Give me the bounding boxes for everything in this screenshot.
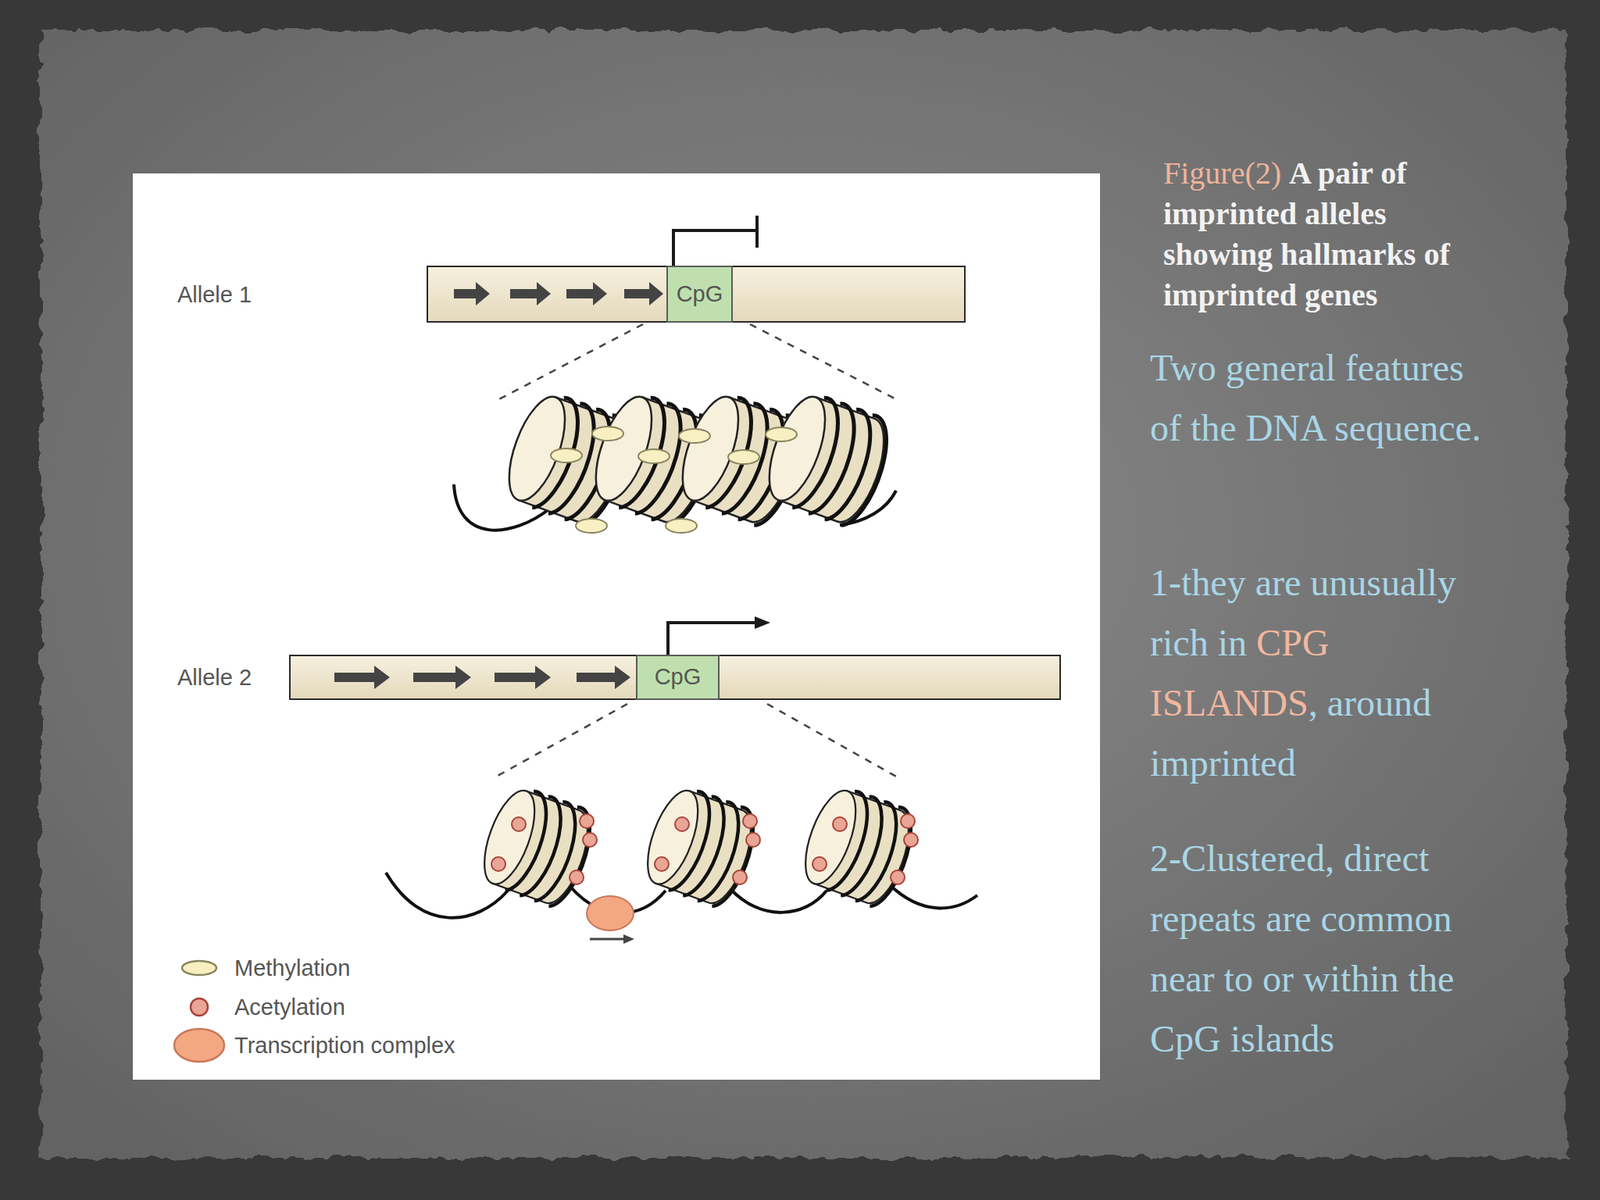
- acetylation-mark: [742, 814, 758, 829]
- repeat-arrow: [334, 665, 390, 690]
- methylation-marks: [550, 426, 797, 533]
- legend-swatch-box: [164, 1026, 235, 1065]
- acetylation-mark: [812, 857, 827, 872]
- text-paragraph: 2-Clustered, direct repeats are common n…: [1150, 837, 1454, 1060]
- methylation-mark: [728, 450, 760, 465]
- figure-number: Figure(2): [1163, 155, 1282, 191]
- arrow-head: [623, 934, 635, 944]
- repeat-arrow: [494, 665, 551, 690]
- methylation-mark: [678, 428, 711, 443]
- methylation-mark: [592, 426, 624, 441]
- nucleosome: [636, 781, 765, 912]
- legend-swatch-box: [164, 949, 235, 987]
- allele-bar: Allele 1CpG: [426, 265, 966, 323]
- acetylation-marks: [491, 814, 918, 885]
- legend-item: Methylation: [164, 952, 350, 984]
- transcription-complex-swatch: [174, 1028, 225, 1062]
- legend-label: Methylation: [234, 955, 350, 982]
- legend-label: Acetylation: [234, 994, 346, 1021]
- acetylation-mark: [582, 832, 597, 847]
- acetylation-mark: [900, 814, 915, 829]
- zoom-line: [497, 703, 898, 778]
- repeat-arrow: [624, 282, 664, 306]
- dna-strand: [839, 490, 897, 525]
- cpg-label: CpG: [654, 664, 702, 690]
- methylation-mark: [638, 449, 670, 464]
- arrow-head: [754, 616, 771, 629]
- allele-bar: Allele 2CpG: [289, 654, 1061, 700]
- nucleosome: [473, 781, 601, 912]
- cpg-island-box: CpG: [666, 265, 733, 323]
- acetylation-swatch: [190, 998, 208, 1016]
- repeat-arrow: [510, 282, 551, 306]
- acetylation-mark: [675, 817, 690, 832]
- nucleosome: [496, 386, 639, 533]
- acetylation-mark: [732, 870, 747, 885]
- acetylation-mark: [491, 857, 506, 872]
- dna-strand: [385, 872, 978, 918]
- text-paragraph: Two general features of the DNA sequence…: [1150, 337, 1502, 458]
- methylation-mark: [765, 427, 797, 442]
- repeat-arrow: [576, 665, 631, 690]
- active-promoter: [667, 622, 757, 655]
- acetylation-mark: [579, 814, 594, 829]
- acetylation-mark: [903, 832, 918, 847]
- nucleosome: [757, 386, 899, 533]
- torn-paper-panel: [40, 30, 1567, 1158]
- nucleosome: [583, 386, 725, 533]
- repeat-arrow: [566, 282, 608, 306]
- text-paragraph: Two general features of the DNA sequence…: [1150, 346, 1482, 449]
- acetylation-mark: [569, 870, 584, 885]
- blocked-promoter: [673, 215, 758, 266]
- allele-label: Allele 2: [177, 664, 252, 691]
- acetylation-mark: [746, 832, 761, 847]
- methylation-mark: [550, 448, 583, 463]
- cpg-island-box: CpG: [635, 654, 720, 700]
- direction-arrow: [589, 938, 625, 941]
- text-paragraph: 1-they are unusually rich inCPG ISLANDS,…: [1150, 552, 1502, 793]
- text-paragraph: 2-Clustered, direct repeats are common n…: [1150, 828, 1502, 1069]
- zoom-line: [497, 324, 898, 400]
- acetylation-mark: [890, 870, 905, 885]
- acetylation-mark: [654, 857, 669, 872]
- legend-swatch-box: [164, 988, 235, 1026]
- legend-item: Acetylation: [164, 991, 346, 1023]
- methylation-mark: [665, 518, 697, 533]
- repeat-arrow: [453, 282, 490, 306]
- transcription-complex: [586, 896, 634, 931]
- legend-label: Transcription complex: [234, 1032, 456, 1059]
- acetylation-mark: [832, 817, 847, 832]
- figure-panel: [132, 173, 1100, 1080]
- dna-strand: [453, 484, 551, 531]
- repeat-arrows: [334, 282, 664, 690]
- cpg-label: CpG: [676, 281, 724, 308]
- methylation-swatch: [182, 960, 217, 975]
- nucleosome: [670, 386, 812, 533]
- acetylation-mark: [511, 817, 526, 832]
- title-block: Figure(2)A pair of imprinted alleles sho…: [1163, 153, 1500, 316]
- nucleosome: [794, 781, 922, 912]
- methylation-mark: [575, 518, 608, 533]
- legend-item: Transcription complex: [164, 1029, 456, 1061]
- repeat-arrow: [413, 665, 472, 690]
- allele-label: Allele 1: [177, 281, 252, 308]
